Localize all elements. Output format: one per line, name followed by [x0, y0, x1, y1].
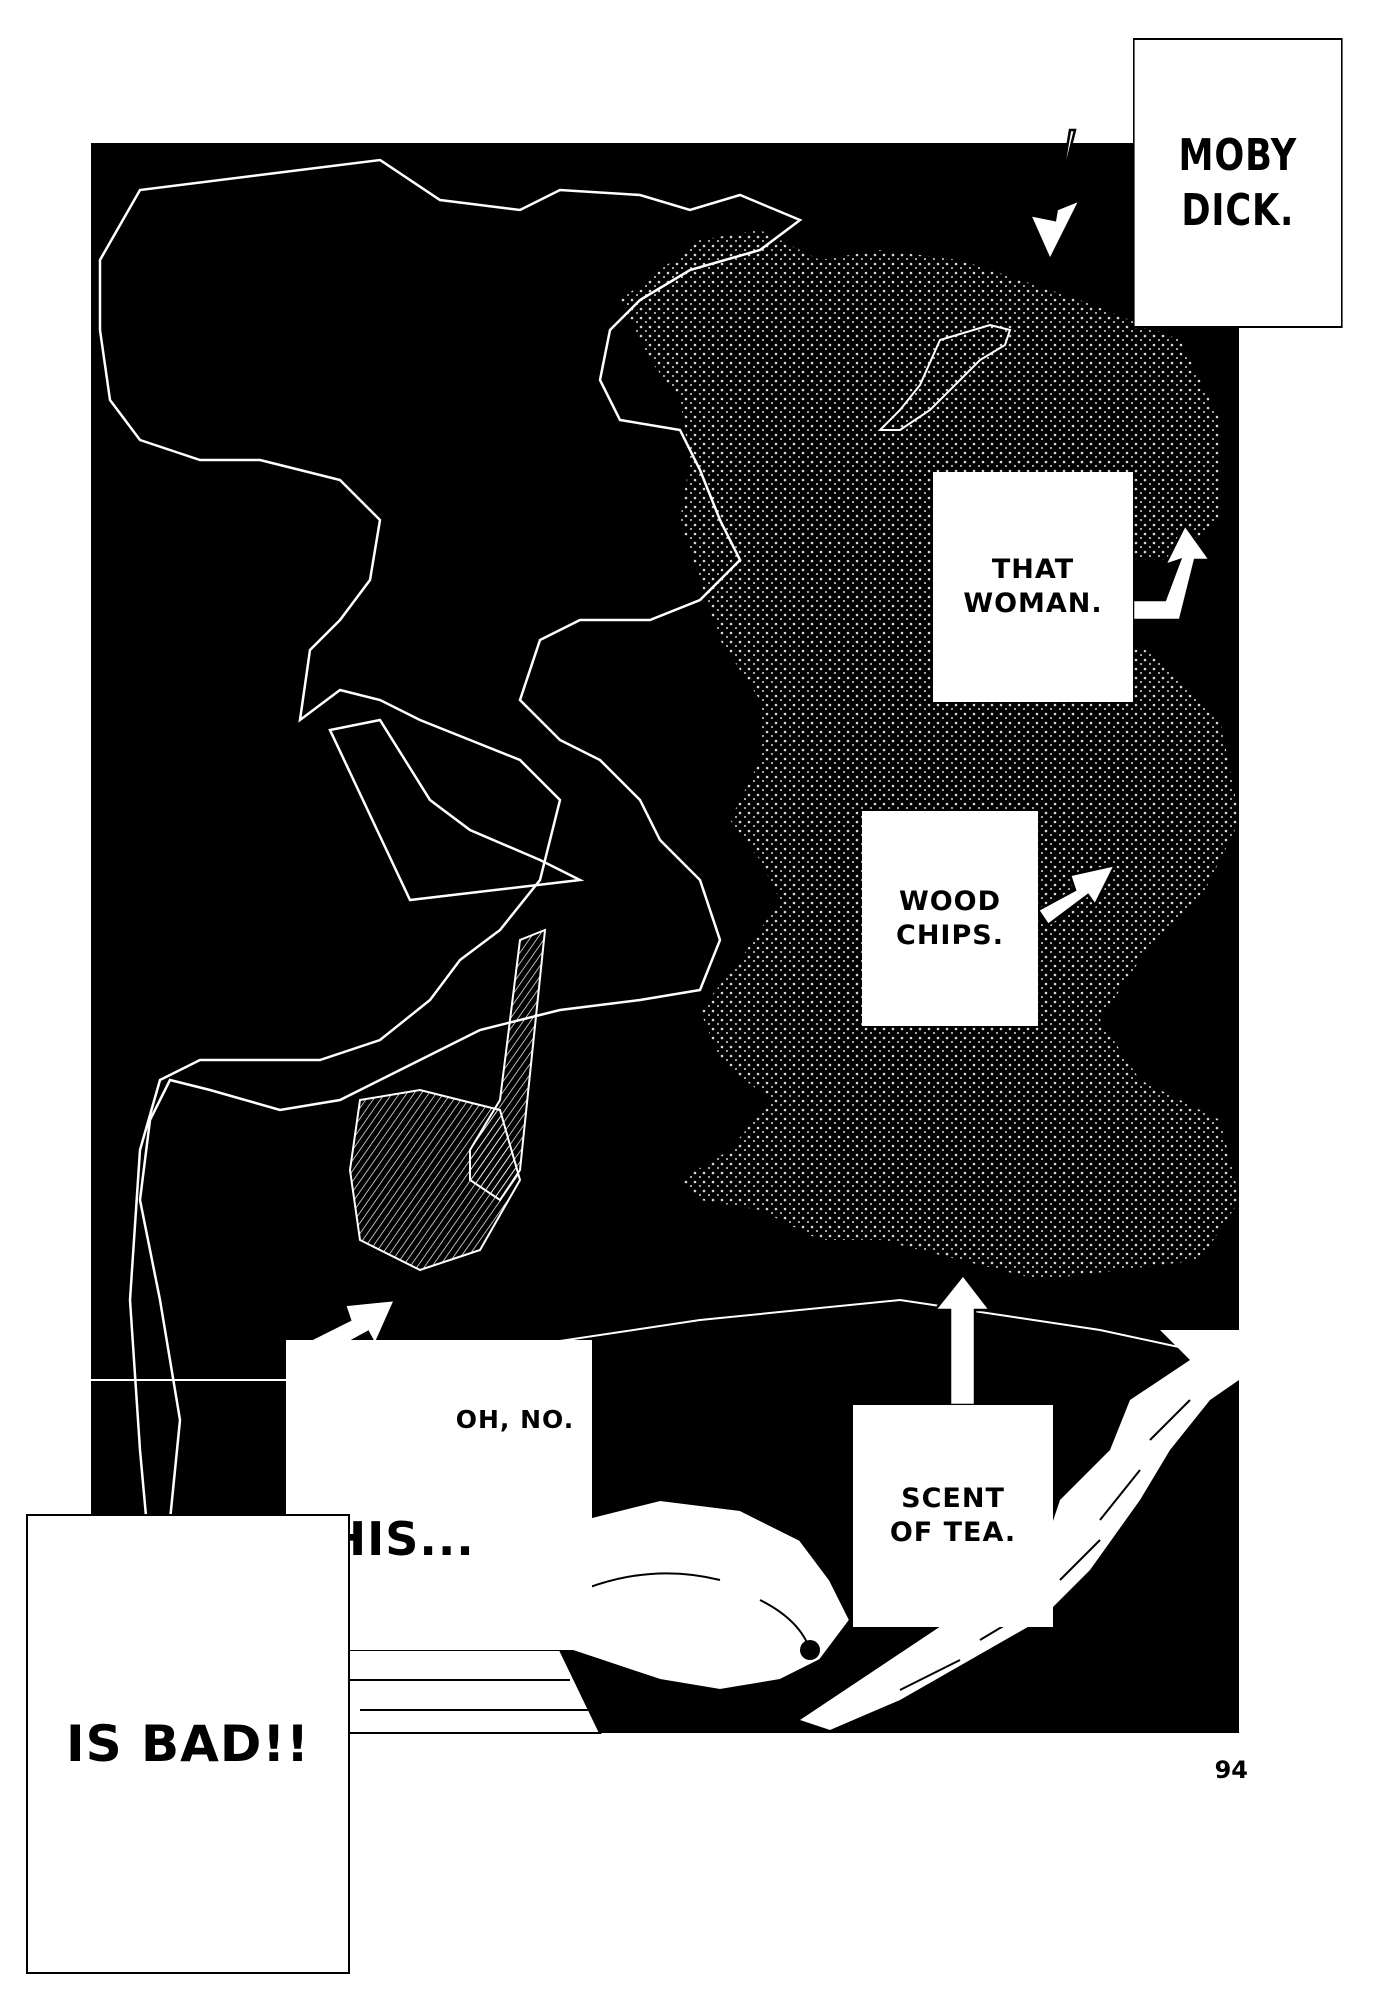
scent-of-tea-caption: SCENT OF TEA. [853, 1405, 1053, 1627]
that-woman-caption: THAT WOMAN. [933, 472, 1133, 702]
page-number: 94 [1214, 1756, 1248, 1784]
manga-panel [91, 143, 1239, 1733]
oh-no-caption: OH, NO. [455, 1405, 575, 1435]
is-bad-caption: IS BAD!! [26, 1514, 350, 1974]
wood-chips-caption: WOOD CHIPS. [862, 811, 1038, 1026]
moby-dick-caption: MOBY DICK. [1133, 38, 1343, 328]
